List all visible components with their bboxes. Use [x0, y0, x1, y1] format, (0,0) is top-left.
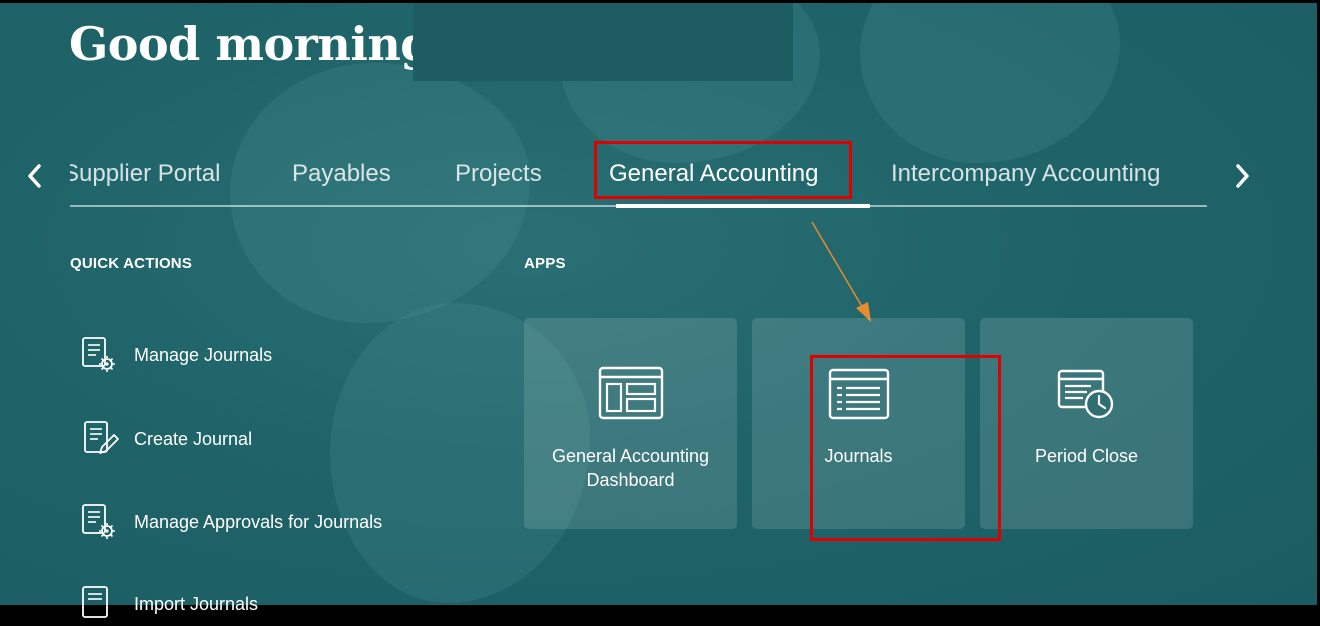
- quick-action-label: Create Journal: [134, 428, 253, 449]
- quick-action-manage-approvals[interactable]: Manage Approvals for Journals: [80, 500, 382, 544]
- tab-general-accounting[interactable]: General Accounting: [609, 160, 819, 187]
- redacted-user-name: [413, 3, 793, 81]
- greeting-heading: Good morning,: [69, 17, 448, 71]
- quick-action-manage-journals[interactable]: Manage Journals: [80, 333, 272, 377]
- tab-supplier-portal[interactable]: Supplier Portal: [70, 160, 221, 187]
- background-shape: [230, 63, 530, 323]
- quick-action-label: Manage Approvals for Journals: [134, 511, 383, 532]
- create-journal-icon: [84, 421, 119, 454]
- manage-approvals-icon: [82, 504, 115, 539]
- tab-intercompany-accounting[interactable]: Intercompany Accounting: [891, 160, 1161, 187]
- tab-projects[interactable]: Projects: [455, 160, 542, 187]
- dashboard-icon: [598, 366, 663, 420]
- quick-action-label: Manage Journals: [134, 344, 273, 365]
- quick-action-label: Import Journals: [134, 593, 259, 614]
- scroll-right-button[interactable]: [1227, 158, 1257, 194]
- quick-action-create-journal[interactable]: Create Journal: [80, 417, 252, 461]
- navigation-tabs: Supplier Portal Payables Projects Genera…: [70, 140, 1207, 206]
- period-close-icon: [1057, 369, 1113, 419]
- background-shape: [330, 303, 590, 603]
- app-tile-general-accounting-dashboard[interactable]: General Accounting Dashboard: [524, 318, 737, 529]
- active-tab-indicator: [616, 204, 870, 208]
- app-tile-label: General Accounting Dashboard: [551, 446, 710, 490]
- app-tile-period-close[interactable]: Period Close: [980, 318, 1193, 529]
- app-tile-journals[interactable]: Journals: [752, 318, 965, 529]
- app-tile-label: Period Close: [1034, 446, 1139, 466]
- app-tile-label: Journals: [824, 446, 893, 466]
- scroll-left-button[interactable]: [20, 158, 50, 194]
- chevron-left-icon: [28, 164, 41, 188]
- apps-title: APPS: [524, 255, 566, 272]
- quick-actions-title: QUICK ACTIONS: [70, 255, 193, 272]
- tab-payables[interactable]: Payables: [292, 160, 391, 187]
- quick-action-import-journals[interactable]: Import Journals: [80, 582, 258, 626]
- home-page: Good morning,: [0, 3, 1317, 605]
- import-journals-icon: [82, 586, 108, 618]
- journals-icon: [828, 368, 889, 420]
- manage-journals-icon: [82, 337, 115, 372]
- background-shape: [860, 3, 1120, 163]
- chevron-right-icon: [1236, 164, 1249, 188]
